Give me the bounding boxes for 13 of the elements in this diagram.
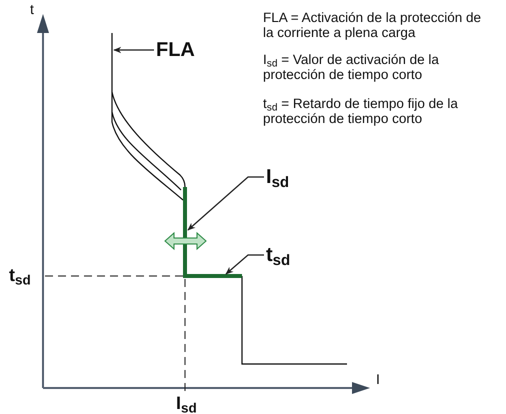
axis-label: I (376, 372, 380, 388)
leader-line (113, 46, 154, 54)
leader-line (225, 254, 264, 275)
curve-label: t$_{sd}$ (266, 244, 290, 266)
note-text: t$_{sd}$ = Retardo de tiempo fijo de la protección de tiempo corto (263, 97, 459, 127)
axis-label: t (30, 2, 34, 18)
note-text: I$_{sd}$ = Valor de activación de la protección de tiempo corto (263, 53, 440, 83)
leader-line (187, 176, 264, 231)
curve-label: I$_{sd}$ (266, 166, 290, 188)
curve-label: FLA (156, 39, 195, 61)
axis-value-label: I$_{sd}$ (176, 394, 197, 414)
note-text: FLA = Activación de la protección de la corriente a plena carga (263, 11, 482, 41)
axis-value-label: t$_{sd}$ (9, 266, 31, 286)
